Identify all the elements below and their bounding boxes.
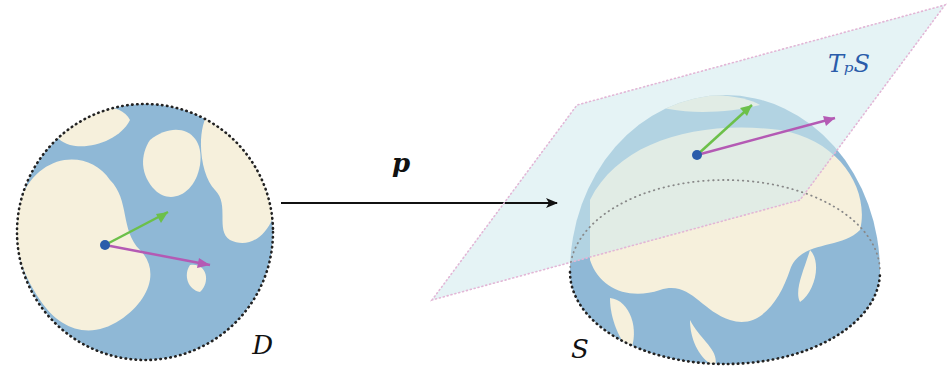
sphere-vectors	[692, 105, 835, 160]
node-label: TₚS	[828, 51, 870, 77]
node-outline	[17, 104, 273, 360]
node-label: D	[252, 331, 273, 360]
purple-vector	[105, 245, 210, 265]
green-vector	[105, 212, 168, 245]
disk-map	[16, 104, 279, 360]
green-vector-head	[156, 212, 168, 223]
disk-vectors	[100, 212, 210, 268]
island	[187, 265, 206, 292]
hemisphere: S	[565, 92, 885, 364]
node-label: S	[571, 335, 589, 364]
continent	[201, 110, 279, 243]
edge-label-holder: p	[392, 149, 410, 178]
plane-border	[432, 5, 945, 300]
peninsula	[690, 320, 716, 366]
map-name: p	[392, 149, 410, 178]
front-rim	[570, 272, 880, 364]
node-outline	[565, 92, 885, 364]
continent	[143, 130, 201, 197]
island	[798, 250, 816, 302]
point	[100, 240, 110, 250]
disk-border	[17, 104, 273, 360]
point	[692, 150, 702, 160]
purple-vector-head	[197, 258, 210, 268]
node-outline	[432, 5, 945, 300]
tangent-plane-fill	[432, 5, 945, 300]
back-rim	[570, 180, 880, 272]
mapping-arrow	[281, 202, 557, 204]
green-vector-head	[740, 105, 752, 116]
disk-domain: D	[17, 104, 273, 360]
island	[55, 107, 130, 146]
continent	[16, 160, 150, 331]
purple-vector-head	[823, 116, 835, 126]
purple-vector	[697, 118, 835, 155]
tangent-plane: TₚS	[432, 5, 945, 300]
